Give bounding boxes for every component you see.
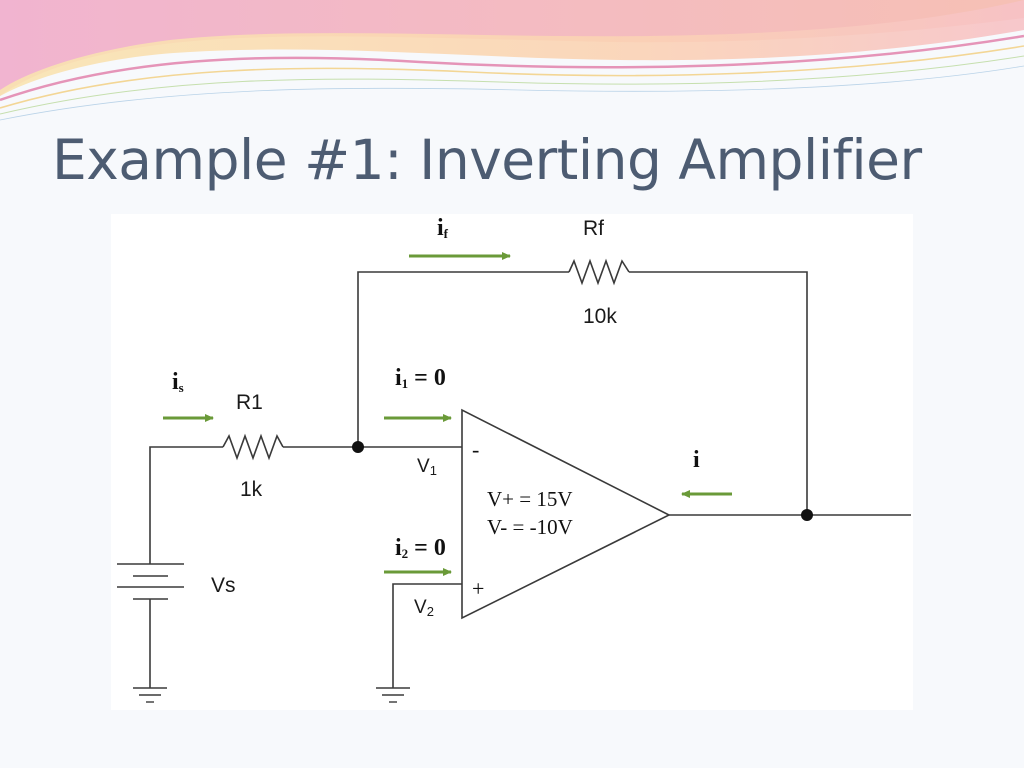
wire-feedback-right bbox=[629, 271, 808, 515]
opamp-minus-sign: - bbox=[472, 437, 480, 462]
wire-plus-to-ground bbox=[392, 583, 462, 688]
current-i-output-label: i bbox=[693, 447, 700, 473]
opamp-triangle bbox=[461, 408, 671, 620]
ground-symbol-source bbox=[133, 687, 167, 703]
slide-title: Example #1: Inverting Amplifier bbox=[52, 128, 922, 192]
ground-symbol-plus bbox=[376, 687, 410, 703]
r1-value-label: 1k bbox=[240, 478, 263, 501]
r1-name-label: R1 bbox=[236, 391, 263, 414]
node-v2-label: V2 bbox=[414, 597, 434, 619]
resistor-rf-symbol bbox=[568, 258, 630, 286]
rf-value-label: 10k bbox=[583, 305, 617, 328]
wire-feedback-left bbox=[357, 271, 569, 447]
opamp-supply-positive: V+ = 15V bbox=[487, 487, 573, 511]
rf-name-label: Rf bbox=[583, 217, 604, 240]
resistor-r1-symbol bbox=[222, 433, 284, 461]
node-v1-label: V1 bbox=[417, 456, 437, 478]
source-vs-label: Vs bbox=[211, 574, 236, 597]
junction-node-output bbox=[801, 509, 813, 521]
current-i1-label: i1 = 0 bbox=[395, 365, 446, 391]
opamp-supply-negative: V- = -10V bbox=[487, 515, 573, 539]
current-i2-label: i2 = 0 bbox=[395, 535, 446, 561]
wire-source-to-r1 bbox=[149, 446, 223, 564]
junction-node-inverting bbox=[352, 441, 364, 453]
circuit-schematic bbox=[117, 252, 911, 703]
current-is-label: is bbox=[172, 369, 184, 395]
opamp-plus-sign: + bbox=[472, 576, 485, 601]
current-if-label: if bbox=[437, 215, 449, 241]
circuit-diagram: R1 1k Rf 10k Vs V1 V2 - + V+ = 15V V- = … bbox=[111, 214, 913, 710]
